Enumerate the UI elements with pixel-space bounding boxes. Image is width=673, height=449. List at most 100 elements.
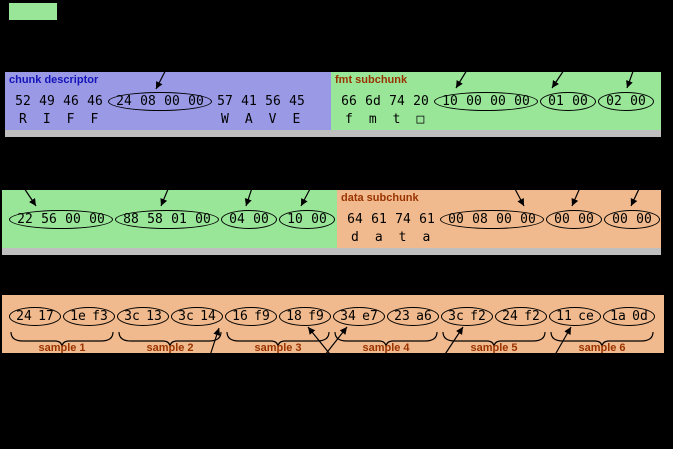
hex-byte: 3c (124, 309, 140, 324)
hex-byte: 0d (632, 309, 648, 324)
legend-fragment (9, 3, 57, 20)
hex-byte: 17 (38, 309, 54, 324)
hex-byte: 00 (466, 94, 482, 109)
hex-byte: 00 (514, 94, 530, 109)
hex-byte: 11 (556, 309, 572, 324)
hex-byte: 10 (287, 212, 303, 227)
hex-byte: 56 (265, 94, 281, 109)
hex-byte: 00 (612, 212, 628, 227)
hex-byte: f9 (254, 309, 270, 324)
hex-byte: 18 (286, 309, 302, 324)
hex-byte: 00 (630, 94, 646, 109)
byte-group-circled: 1a 0d (603, 307, 655, 326)
byte-group-circled: 24 17 (9, 307, 61, 326)
hex-byte: 13 (146, 309, 162, 324)
divider-bar (5, 130, 661, 137)
hex-byte: 16 (232, 309, 248, 324)
hex-byte: f2 (524, 309, 540, 324)
hex-byte: 20 (413, 94, 429, 109)
hex-byte: 74 (395, 212, 411, 227)
byte-group-circled: 02 00 (598, 92, 654, 111)
hex-byte: 24 (16, 309, 32, 324)
hex-byte: 1a (610, 309, 626, 324)
hex-byte: a6 (416, 309, 432, 324)
hex-byte: f3 (92, 309, 108, 324)
sample-label: sample 2 (146, 342, 194, 353)
hex-byte: 00 (195, 212, 211, 227)
hex-byte: 00 (253, 212, 269, 227)
hex-byte: 3c (178, 309, 194, 324)
hex-byte: 00 (164, 94, 180, 109)
byte-group-circled: 11 ce (549, 307, 601, 326)
sample-brace (10, 331, 114, 347)
byte-group-circled: 24 f2 (495, 307, 547, 326)
hex-byte: 46 (87, 94, 103, 109)
hex-byte: 00 (448, 212, 464, 227)
hex-byte: 74 (389, 94, 405, 109)
hex-byte: 23 (394, 309, 410, 324)
hex-byte: 24 (116, 94, 132, 109)
hex-byte: 34 (340, 309, 356, 324)
hex-byte: 61 (371, 212, 387, 227)
byte-group-circled: 10 00 00 00 (434, 92, 538, 111)
hex-byte: 01 (171, 212, 187, 227)
hex-byte: ce (578, 309, 594, 324)
chunk-descriptor-title: chunk descriptor (9, 74, 99, 86)
hex-byte: 00 (520, 212, 536, 227)
byte-group-circled: 10 00 (279, 210, 335, 229)
hex-byte: 00 (311, 212, 327, 227)
hex-byte: 04 (229, 212, 245, 227)
hex-byte: 00 (572, 94, 588, 109)
sample-label: sample 3 (254, 342, 302, 353)
byte-group-circled: 18 f9 (279, 307, 331, 326)
ascii-wave: WAVE (221, 112, 317, 127)
hex-byte: 57 (217, 94, 233, 109)
hex-byte: 10 (442, 94, 458, 109)
sample-label: sample 1 (38, 342, 86, 353)
data-subchunk-title: data subchunk (341, 192, 419, 204)
sample-label: sample 5 (470, 342, 518, 353)
byte-group-circled: 3c f2 (441, 307, 493, 326)
byte-group-circled: 23 a6 (387, 307, 439, 326)
hex-byte: 22 (17, 212, 33, 227)
hex-byte: 00 (89, 212, 105, 227)
hex-byte: 00 (554, 212, 570, 227)
hex-byte: 61 (419, 212, 435, 227)
byte-group-circled: 3c 13 (117, 307, 169, 326)
hex-byte: 24 (502, 309, 518, 324)
hex-byte: 00 (490, 94, 506, 109)
hex-byte: 00 (496, 212, 512, 227)
byte-group: 64 61 74 61 (343, 212, 439, 227)
hex-byte: 3c (448, 309, 464, 324)
hex-byte: f9 (308, 309, 324, 324)
ascii-data: data (351, 230, 447, 245)
hex-byte: 08 (140, 94, 156, 109)
hex-byte: 58 (147, 212, 163, 227)
ascii-riff: RIFF (19, 112, 115, 127)
hex-byte: 64 (347, 212, 363, 227)
hex-byte: 14 (200, 309, 216, 324)
sample-label: sample 4 (362, 342, 410, 353)
hex-byte: 00 (636, 212, 652, 227)
sample-label: sample 6 (578, 342, 626, 353)
hex-byte: f2 (470, 309, 486, 324)
hex-byte: 02 (606, 94, 622, 109)
